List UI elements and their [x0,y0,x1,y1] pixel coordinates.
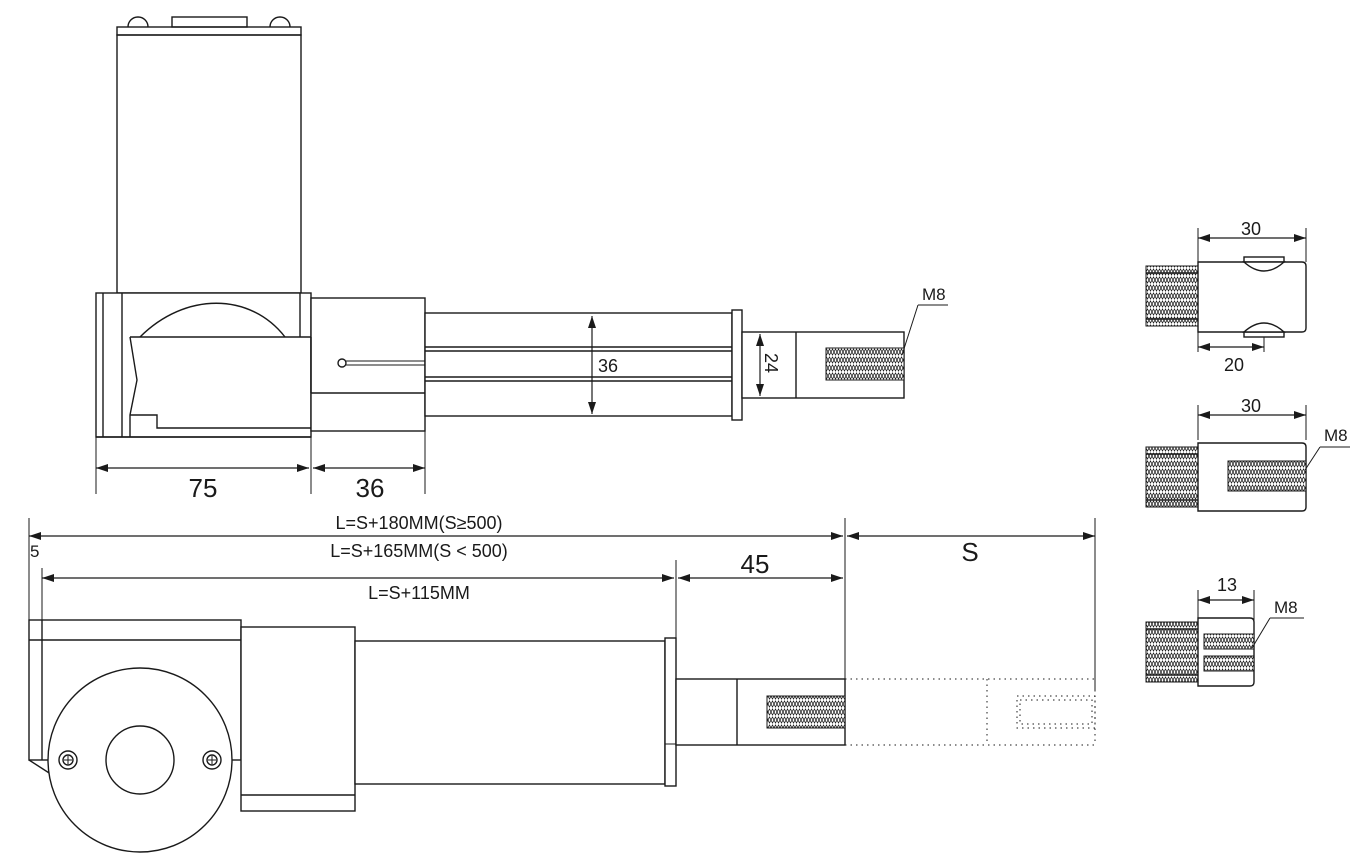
length-formula-small-stroke: L=S+165MM(S < 500) [330,541,508,561]
block-width-label: 30 [1241,396,1261,416]
coupler-thread-label: M8 [1274,598,1298,617]
stroke-s-label: S [961,537,978,567]
end-fitting-threaded-block: 30 M8 [1145,396,1350,512]
inner-rod-side [675,678,846,746]
screw-icon [202,750,222,770]
screw-icon [58,750,78,770]
side-view: L=S+180MM(S≥500) L=S+165MM(S < 500) 5 L=… [28,513,1096,853]
bore-dimension-label: 36 [598,356,618,376]
dim-5-label: 5 [30,542,39,561]
dim-45-label: 45 [741,549,770,579]
length-formula-large-stroke: L=S+180MM(S≥500) [336,513,503,533]
rod-dimension-label: 24 [761,353,781,373]
length-formula-retracted: L=S+115MM [368,583,470,603]
gear-box [95,292,312,438]
clevis-width-label: 30 [1241,219,1261,239]
extended-rod-phantom [845,678,1096,746]
outer-tube-side [354,637,677,787]
motor-housing [116,16,302,294]
dim-75-label: 75 [189,473,218,503]
end-fitting-clevis: 30 20 [1145,219,1307,375]
clevis-pin-offset-label: 20 [1224,355,1244,375]
top-m8-label: M8 [922,285,946,304]
end-fitting-coupler: 13 M8 [1145,575,1304,687]
dim-36-label: 36 [356,473,385,503]
outer-tube [310,297,733,432]
coupler-width-label: 13 [1217,575,1237,595]
motor-end-cap [47,667,233,853]
rod-end [731,309,905,421]
top-view: M8 36 24 75 36 [95,16,948,503]
block-thread-label: M8 [1324,426,1348,445]
